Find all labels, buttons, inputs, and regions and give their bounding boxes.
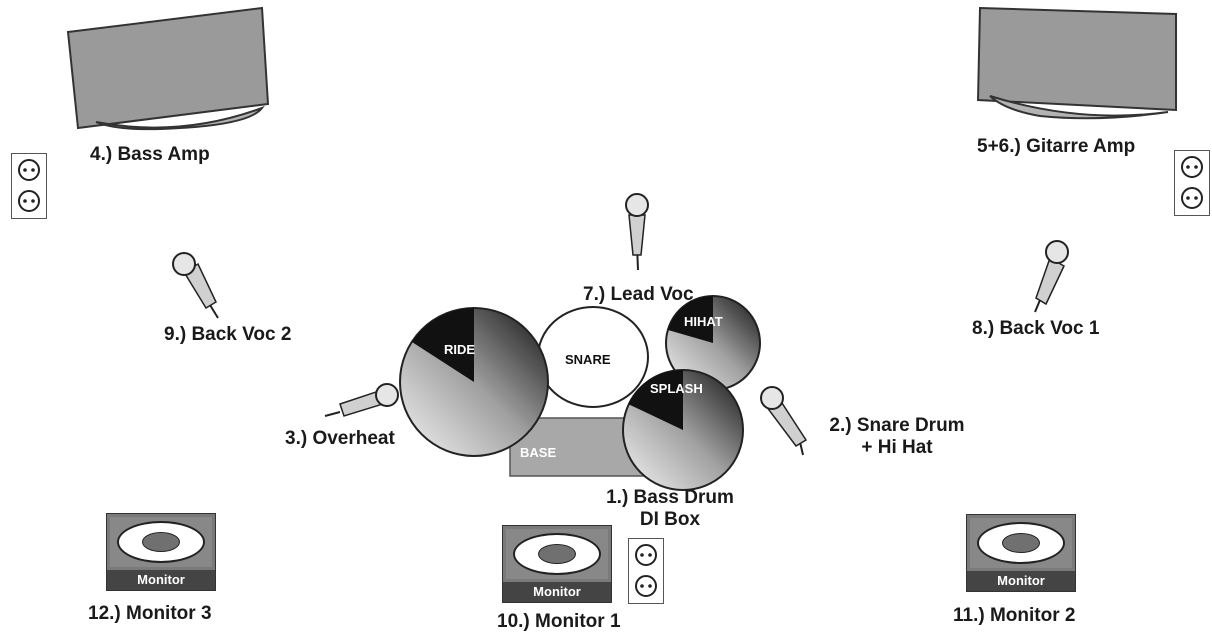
monitor-1-caption: Monitor	[503, 582, 611, 602]
mic-overheat-icon	[324, 383, 399, 417]
mic-snare-hihat-icon	[760, 386, 808, 456]
ride-label: RIDE	[444, 342, 476, 357]
snare-hihat-label-line2: + Hi Hat	[861, 437, 933, 458]
monitor-3: Monitor	[106, 513, 216, 591]
monitor-3-caption: Monitor	[107, 570, 215, 590]
ride-cymbal	[399, 307, 549, 457]
monitor-2: Monitor	[966, 514, 1076, 592]
monitor-2-label: 11.) Monitor 2	[953, 605, 1076, 626]
back-voc-2-label: 9.) Back Voc 2	[164, 324, 292, 345]
gitarre-amp-label: 5+6.) Gitarre Amp	[977, 136, 1136, 157]
snare-hihat-label: 2.) Snare Drum + Hi Hat	[812, 415, 982, 459]
snare-label: SNARE	[565, 352, 611, 367]
gitarre-amp	[976, 6, 1177, 120]
bass-amp	[66, 6, 270, 131]
monitor-1-label: 10.) Monitor 1	[497, 611, 621, 632]
monitor-3-label: 12.) Monitor 3	[88, 603, 212, 624]
mic-back-voc-2-icon	[172, 252, 219, 319]
power-outlet-right-icon	[1174, 150, 1210, 216]
power-outlet-left-icon	[11, 153, 47, 219]
overheat-label: 3.) Overheat	[285, 428, 395, 449]
hihat-cymbal	[665, 295, 761, 391]
hihat-label: HIHAT	[684, 314, 723, 329]
bass-drum-label-line1: 1.) Bass Drum	[606, 487, 734, 508]
bass-amp-label: 4.) Bass Amp	[90, 144, 210, 165]
base-label: BASE	[520, 445, 557, 460]
speaker-icon	[970, 518, 1072, 568]
mic-back-voc-1-icon	[1034, 240, 1069, 313]
bass-drum-label-line2: DI Box	[639, 509, 701, 530]
power-outlet-center-icon	[628, 538, 664, 604]
monitor-2-caption: Monitor	[967, 571, 1075, 591]
back-voc-1-label: 8.) Back Voc 1	[972, 318, 1100, 339]
monitor-1: Monitor	[502, 525, 612, 603]
bass-drum-label: 1.) Bass Drum DI Box	[590, 487, 750, 531]
mic-lead-voc-icon	[625, 193, 649, 271]
splash-label: SPLASH	[650, 381, 703, 396]
snare-hihat-label-line1: 2.) Snare Drum	[829, 415, 965, 436]
speaker-icon	[506, 529, 608, 579]
splash-cymbal	[622, 369, 744, 491]
lead-voc-label: 7.) Lead Voc	[583, 284, 694, 305]
speaker-icon	[110, 517, 212, 567]
